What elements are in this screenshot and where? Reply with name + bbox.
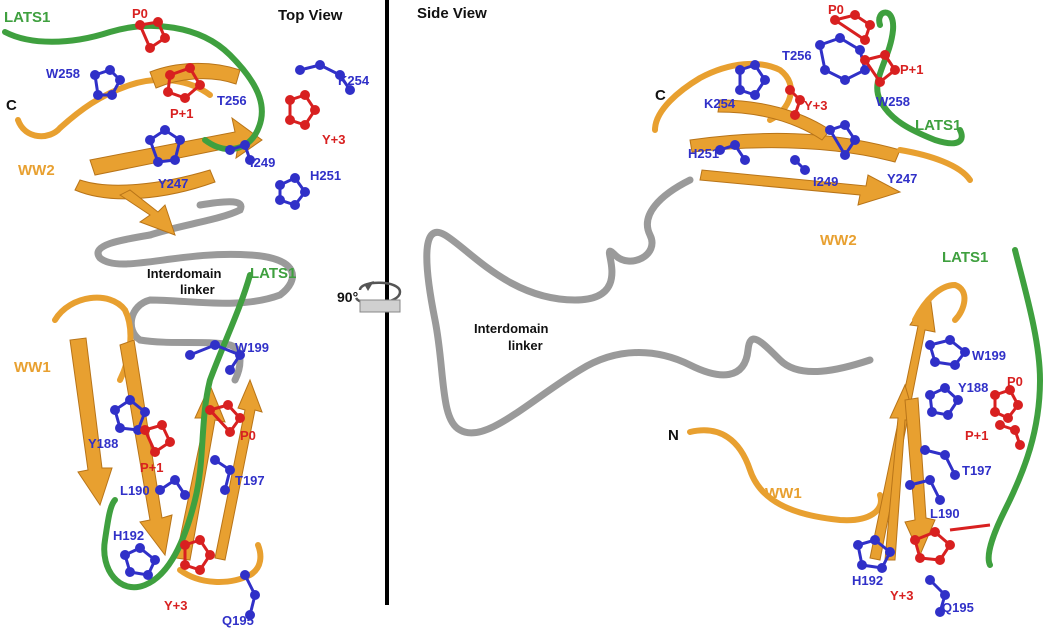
top-lats1-peptide-upper — [2, 22, 265, 152]
top-linker-label-line1: Interdomain — [147, 266, 221, 281]
side-view-title: Side View — [417, 5, 487, 22]
rotation-label: 90° — [337, 289, 358, 305]
side-res-p1-upper: P+1 — [900, 62, 924, 77]
side-red-residues — [785, 10, 1025, 565]
top-res-p0-lower: P0 — [240, 428, 256, 443]
side-res-t197: T197 — [962, 463, 992, 478]
top-res-i249: I249 — [250, 155, 275, 170]
side-ww1-label: WW1 — [765, 485, 802, 502]
side-lats1-label-lower: LATS1 — [942, 249, 988, 266]
top-res-w258: W258 — [46, 66, 80, 81]
side-ww1-strand-3 — [904, 397, 936, 557]
side-res-y188: Y188 — [958, 380, 988, 395]
top-res-p1-upper: P+1 — [170, 106, 194, 121]
top-ww1-strand-1 — [69, 337, 113, 507]
side-lats1-label-upper: LATS1 — [915, 117, 961, 134]
side-res-y3-upper: Y+3 — [804, 98, 828, 113]
top-lats1-peptide-lower — [101, 272, 253, 591]
side-ww2-strand-1 — [689, 132, 901, 163]
top-res-w199: W199 — [235, 340, 269, 355]
top-res-p0-upper: P0 — [132, 6, 148, 21]
top-res-y188: Y188 — [88, 436, 118, 451]
top-ww1-strand-2 — [119, 339, 173, 557]
side-linker-tube — [423, 176, 874, 437]
top-view-panel: Top View LATS1 LATS1 C WW2 WW1 Interdoma… — [2, 6, 370, 628]
side-view-panel: Side View C N WW2 WW1 LATS1 LATS1 Interd… — [417, 2, 1044, 617]
top-red-residues — [135, 17, 320, 575]
side-ww2-label: WW2 — [820, 232, 857, 249]
top-ww2-label: WW2 — [18, 162, 55, 179]
side-res-t256: T256 — [782, 48, 812, 63]
side-ww2-coil — [652, 60, 794, 133]
top-ww1-coil — [52, 294, 134, 383]
top-res-h251: H251 — [310, 168, 341, 183]
top-c-terminus-label: C — [6, 97, 17, 114]
top-ww2-strand-2 — [74, 169, 216, 200]
top-res-p1-lower: P+1 — [140, 460, 164, 475]
side-res-p1-lower: P+1 — [965, 428, 989, 443]
side-ww2-right-coil — [897, 147, 973, 183]
side-res-w199: W199 — [972, 348, 1006, 363]
side-ww2-strand-2 — [699, 169, 902, 206]
side-res-h192: H192 — [852, 573, 883, 588]
side-blue-residues — [715, 33, 970, 617]
side-lats1-peptide-lower — [985, 247, 1044, 568]
side-res-h251: H251 — [688, 146, 719, 161]
side-res-k254: K254 — [704, 96, 736, 111]
top-view-title: Top View — [278, 7, 343, 24]
top-linker-tube-2 — [146, 198, 245, 239]
top-res-l190: L190 — [120, 483, 150, 498]
top-ww1-label: WW1 — [14, 359, 51, 376]
side-ww1-coil — [687, 427, 884, 524]
side-res-l190: L190 — [930, 506, 960, 521]
top-res-y3-upper: Y+3 — [322, 132, 346, 147]
side-res-i249: I249 — [813, 174, 838, 189]
top-res-q195: Q195 — [222, 613, 254, 628]
side-res-p0-upper: P0 — [828, 2, 844, 17]
side-res-q195: Q195 — [942, 600, 974, 615]
top-res-k254: K254 — [338, 73, 370, 88]
top-ww2-strand-3 — [119, 189, 176, 236]
top-ww2-strand-1 — [89, 116, 263, 176]
top-res-y3-lower: Y+3 — [164, 598, 188, 613]
side-linker-label-line2: linker — [508, 338, 543, 353]
top-res-y247: Y247 — [158, 176, 188, 191]
side-lats1-peptide-upper — [874, 9, 965, 147]
side-c-terminus-label: C — [655, 87, 666, 104]
side-res-w258: W258 — [876, 94, 910, 109]
side-n-terminus-label: N — [668, 427, 679, 444]
side-res-y3-lower: Y+3 — [890, 588, 914, 603]
rotate-arrow-icon — [354, 281, 402, 313]
top-linker-label-line2: linker — [180, 282, 215, 297]
top-lats1-label-lower: LATS1 — [250, 265, 296, 282]
side-ww1-top-loop — [912, 281, 968, 323]
top-res-t256: T256 — [217, 93, 247, 108]
top-res-h192: H192 — [113, 528, 144, 543]
side-res-y247: Y247 — [887, 171, 917, 186]
side-res-p0-lower: P0 — [1007, 374, 1023, 389]
side-ww2-strand-3 — [717, 99, 831, 141]
top-ww1-strand-4 — [214, 378, 263, 561]
side-linker-label-line1: Interdomain — [474, 321, 548, 336]
top-res-t197: T197 — [235, 473, 265, 488]
top-lats1-label-upper: LATS1 — [4, 9, 50, 26]
